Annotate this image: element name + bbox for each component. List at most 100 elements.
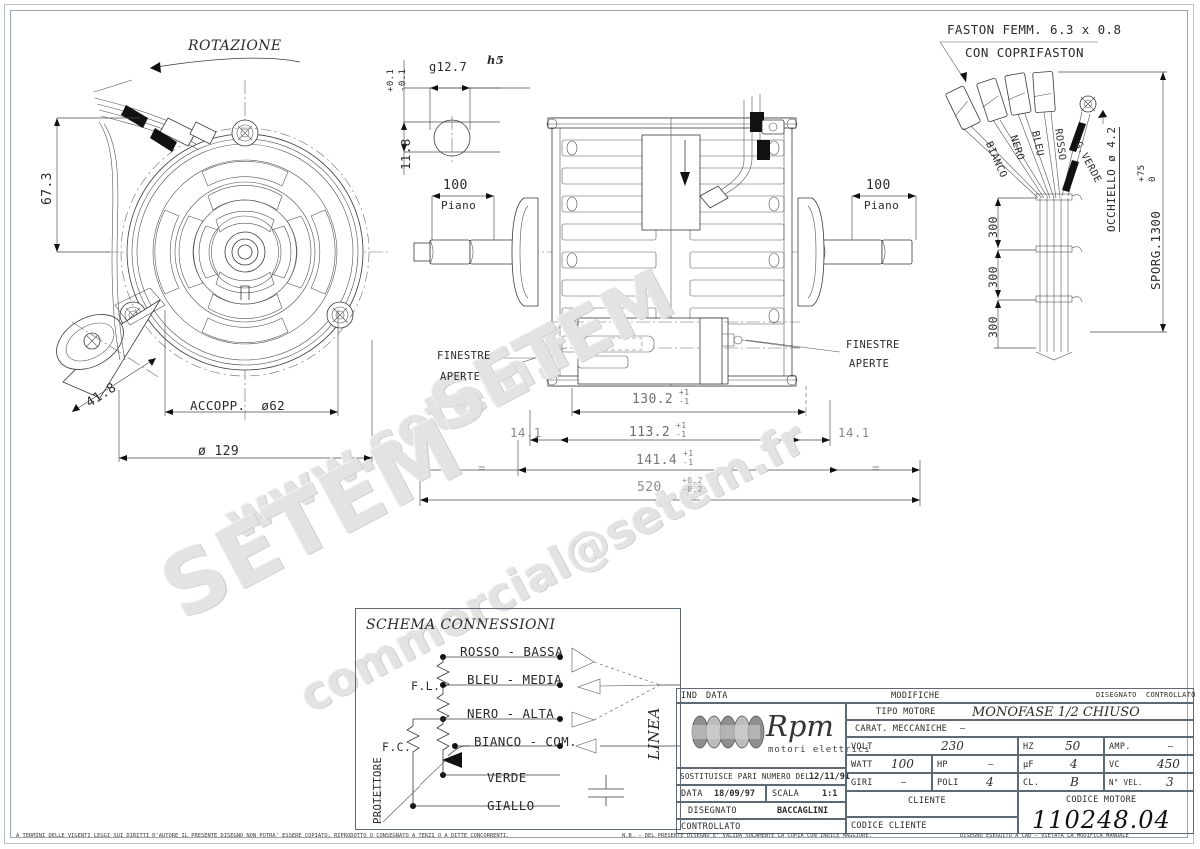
dim-113: 113.2 <box>629 425 671 440</box>
symmetry-mark-left: = <box>478 461 486 475</box>
footer-note-right: DISEGNO ESEGUITO A CAD — VIETATA LA MODI… <box>960 833 1129 839</box>
tb-hz-cell <box>1018 737 1104 755</box>
schema-wire-verde: VERDE <box>487 770 527 785</box>
tb-watt-cell <box>846 755 932 773</box>
tb-hp-cell <box>932 755 1018 773</box>
schema-line-label: LINEA <box>645 707 663 760</box>
faston-label-line1: FASTON FEMM. 6.3 x 0.8 <box>947 22 1122 37</box>
tb-giri-label: GIRI <box>851 778 873 788</box>
tb-volt-label: VOLT <box>851 742 873 752</box>
schema-wire-giallo: GIALLO <box>487 798 535 813</box>
tb-scala-cell <box>766 785 846 802</box>
footer-note-middle: N.B. — DEL PRESENTE DISEGNO E' VALIDA SO… <box>622 833 872 839</box>
tb-amp-value: — <box>1168 742 1174 752</box>
tb-sostituisce-value: 12/11/91 <box>809 772 850 782</box>
dim-shaft-diameter: g12.7 <box>429 60 468 74</box>
schema-wire-bleu: BLEU - MEDIA <box>467 672 563 687</box>
dim-113-tol-plus: +1 <box>676 421 687 430</box>
tb-poli-label: POLI <box>937 778 959 788</box>
tb-codice-cliente-label: CODICE CLIENTE <box>851 821 927 831</box>
protrusion-tol-minus: 0 <box>1148 176 1158 182</box>
connection-schema-panel <box>355 608 681 830</box>
dim-left-plane-value: 100 <box>443 178 468 193</box>
wire-spacing-2: 300 <box>986 266 1000 288</box>
tb-scala-value: 1:1 <box>822 789 838 799</box>
tb-brand-name: Rpm <box>766 709 834 743</box>
dim-outer-diameter: ø 129 <box>198 444 240 459</box>
front-view-geometry <box>54 57 390 462</box>
tb-tipo-motore-cell <box>846 703 1194 720</box>
shaft-tolerance-class: h5 <box>487 53 505 67</box>
dim-accoppiamento: ACCOPP. ø62 <box>190 398 286 413</box>
window-label-left-line2: APERTE <box>440 371 481 383</box>
tb-amp-cell <box>1104 737 1194 755</box>
dim-130: 130.2 <box>632 392 674 407</box>
tb-header-row <box>676 688 1194 703</box>
dim-right-plane-label: Piano <box>864 199 900 212</box>
title-block: IND DATA MODIFICHE DISEGNATO CONTROLLATO… <box>676 688 1196 834</box>
tb-giri-value: — <box>901 778 907 788</box>
tb-nvel-label: N° VEL. <box>1109 778 1143 787</box>
dim-141-tol-plus: +1 <box>683 449 694 458</box>
tb-codice-motore-value: 110248.04 <box>1032 806 1171 834</box>
wiring-view-geometry <box>939 41 1167 361</box>
tb-volt-cell <box>846 737 1018 755</box>
tb-volt-value: 230 <box>941 739 964 753</box>
tb-cl-value: B <box>1070 775 1079 789</box>
footer-copyright-left: A TERMINI DELLE VIGENTI LEGGI SUI DIRITT… <box>16 833 510 839</box>
tb-controllato-header: CONTROLLATO <box>1146 691 1196 699</box>
schema-wire-bianco: BIANCO - COM. <box>474 734 578 749</box>
dim-total-tol-minus: -0.2 <box>682 485 703 494</box>
dim-total-tol-plus: +0.2 <box>682 476 703 485</box>
tb-data-value: 18/09/97 <box>714 789 755 799</box>
tb-poli-cell <box>932 773 1018 791</box>
tb-nvel-cell <box>1104 773 1194 791</box>
dim-130-tol-plus: +1 <box>679 388 690 397</box>
tb-uf-cell <box>1018 755 1104 773</box>
dim-left-plane-label: Piano <box>441 199 477 212</box>
tb-disegnato-value: BACCAGLINI <box>777 806 829 816</box>
schema-title: SCHEMA CONNESSIONI <box>366 617 556 633</box>
symmetry-mark-right: = <box>872 461 880 475</box>
tb-disegnato-cell <box>676 802 846 819</box>
dim-right-plane-value: 100 <box>866 178 891 193</box>
tb-logo-cell <box>676 703 846 768</box>
tb-codice-motore-label: CODICE MOTORE <box>1066 795 1137 805</box>
tb-watt-value: 100 <box>891 757 914 771</box>
window-label-right-line2: APERTE <box>849 358 890 370</box>
shaft-tol-minus: -0.1 <box>398 68 408 92</box>
sheet-inner-border <box>10 10 1188 838</box>
protrusion-label: SPORG.1300 <box>1148 210 1163 290</box>
tb-poli-value: 4 <box>986 775 994 789</box>
window-label-left-line1: FINESTRE <box>437 350 491 362</box>
dim-right-14: 14.1 <box>838 425 870 440</box>
sheet-outer-border <box>4 4 1194 844</box>
tb-amp-label: AMP. <box>1109 742 1131 752</box>
schema-wire-nero: NERO - ALTA <box>467 706 555 721</box>
tb-watt-label: WATT <box>851 760 873 770</box>
schema-geometry <box>379 647 680 824</box>
shaft-detail-geometry <box>401 60 530 175</box>
schema-fl-label: F.L. <box>411 679 441 693</box>
tb-data-label-2: DATA <box>681 789 703 799</box>
tb-cl-cell <box>1018 773 1104 791</box>
dim-total: 520 <box>637 480 662 495</box>
tb-data-label: DATA <box>706 691 728 701</box>
tb-controllato-label: CONTROLLATO <box>681 822 741 832</box>
dim-141: 141.4 <box>636 453 678 468</box>
tb-brand-subtitle: motori elettrici <box>768 745 871 755</box>
eyelet-label: OCCHIELLO ø 4.2 <box>1105 126 1120 232</box>
tb-codice-cliente-cell <box>846 817 1018 834</box>
tb-ind-label: IND <box>681 691 698 701</box>
dim-shaft-flat: 11.8 <box>398 138 413 170</box>
window-label-right-line1: FINESTRE <box>846 339 900 351</box>
wire-spacing-3: 300 <box>986 316 1000 338</box>
tb-cliente-label: CLIENTE <box>908 796 946 806</box>
tb-disegnato-header: DISEGNATO <box>1096 691 1137 699</box>
tb-modifiche-label: MODIFICHE <box>891 691 940 701</box>
faston-label-line2: CON COPRIFASTON <box>965 45 1084 60</box>
section-view-geometry <box>413 94 921 506</box>
tb-vc-label: VC <box>1109 760 1120 770</box>
